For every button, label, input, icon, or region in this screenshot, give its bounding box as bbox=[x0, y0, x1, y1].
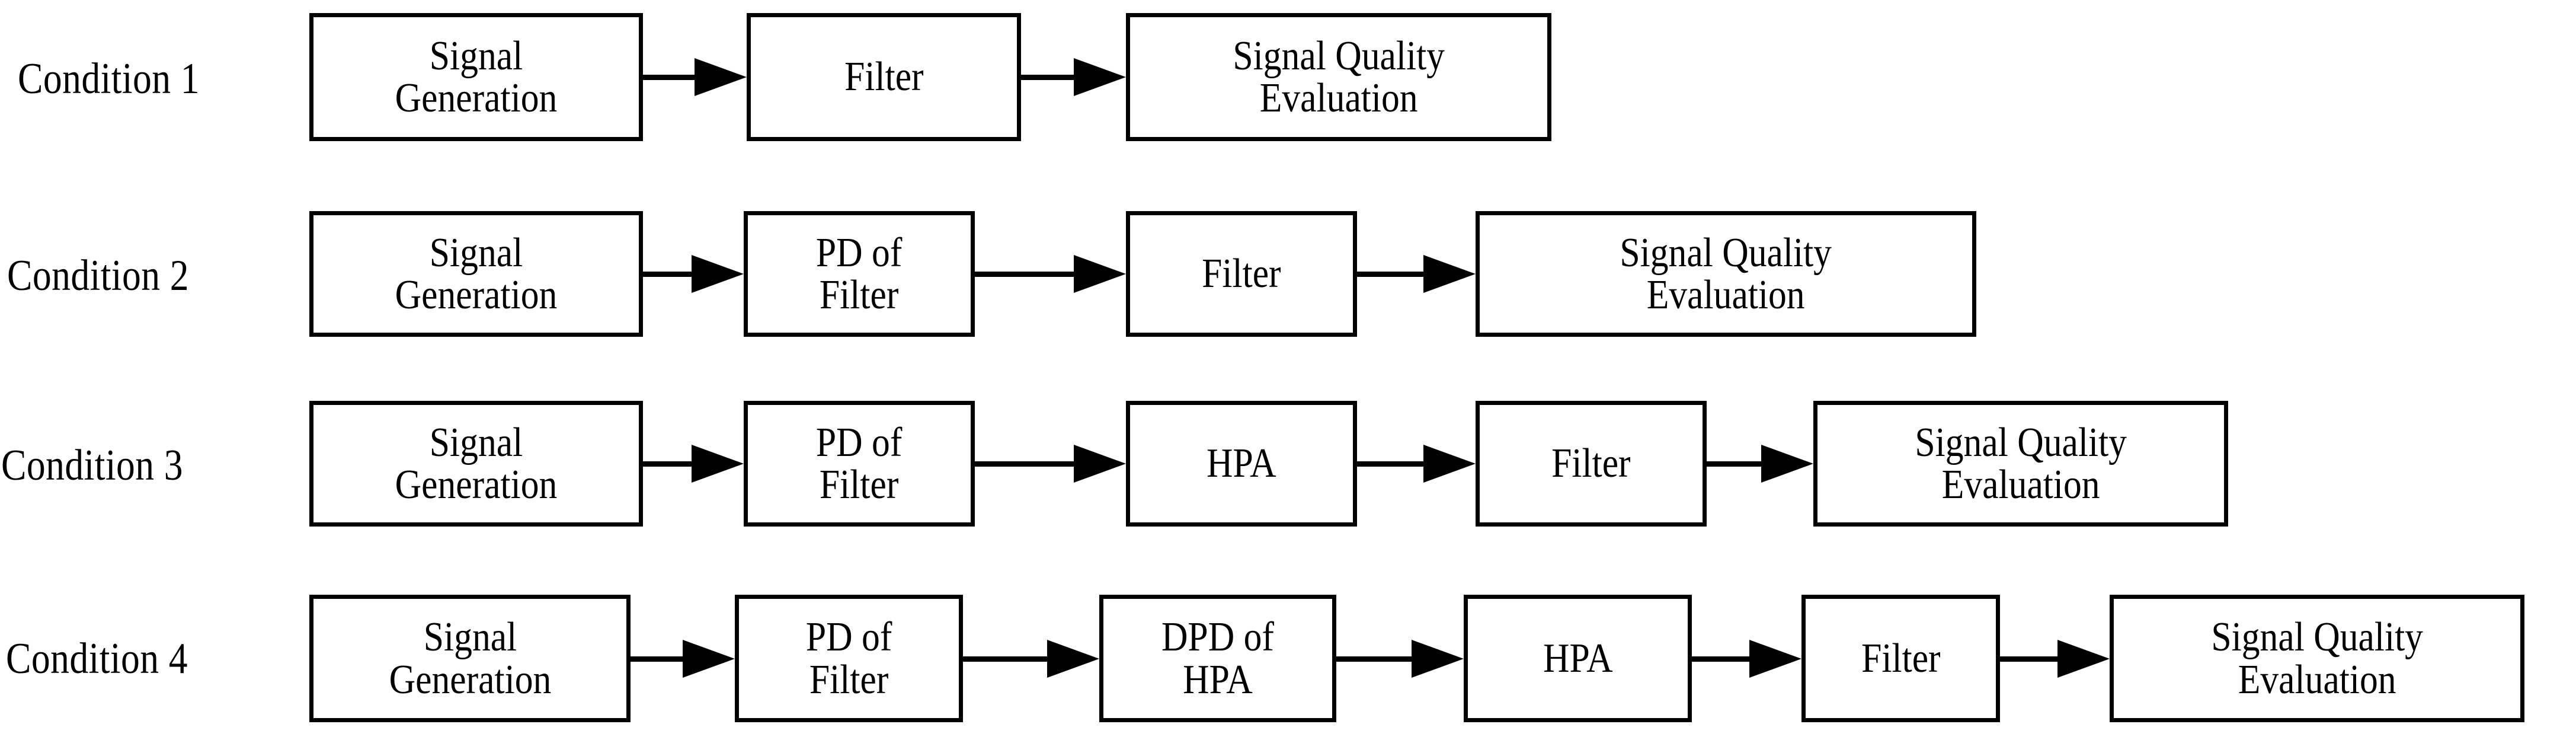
block-label: HPA bbox=[1543, 635, 1613, 681]
arrow-head-icon bbox=[1423, 255, 1476, 293]
flow-arrow-icon bbox=[1021, 58, 1126, 96]
arrow-shaft bbox=[1336, 656, 1412, 662]
flow-arrow-icon bbox=[631, 639, 735, 678]
flow-arrow-icon bbox=[1357, 445, 1476, 483]
block-signal-quality-evaluation[interactable]: Signal Quality Evaluation bbox=[2110, 595, 2524, 722]
condition-label-1: Condition 1 bbox=[18, 55, 200, 103]
block-signal-quality-evaluation[interactable]: Signal Quality Evaluation bbox=[1126, 13, 1551, 141]
arrow-head-icon bbox=[1074, 58, 1126, 96]
flow-arrow-icon bbox=[963, 639, 1099, 678]
block-dpd-of-hpa[interactable]: DPD of HPA bbox=[1099, 595, 1336, 722]
block-label: DPD of HPA bbox=[1161, 614, 1274, 703]
block-signal-generation[interactable]: Signal Generation bbox=[309, 401, 643, 527]
block-label: Signal Generation bbox=[395, 229, 558, 318]
arrow-head-icon bbox=[1749, 639, 1801, 678]
arrow-shaft bbox=[1692, 656, 1749, 662]
block-label: PD of Filter bbox=[816, 229, 903, 318]
flow-arrow-icon bbox=[2000, 639, 2110, 678]
block-label: Signal Quality Evaluation bbox=[1915, 419, 2127, 508]
condition-label-3: Condition 3 bbox=[1, 441, 184, 490]
arrow-head-icon bbox=[1074, 255, 1126, 293]
flow-arrow-icon bbox=[1692, 639, 1801, 678]
block-label: Filter bbox=[1551, 441, 1631, 487]
block-signal-quality-evaluation[interactable]: Signal Quality Evaluation bbox=[1476, 211, 1976, 337]
arrow-shaft bbox=[631, 656, 683, 662]
block-signal-generation[interactable]: Signal Generation bbox=[309, 595, 631, 722]
block-label: Signal Quality Evaluation bbox=[1620, 229, 1832, 318]
block-label: Signal Generation bbox=[395, 33, 558, 121]
block-filter[interactable]: Filter bbox=[1476, 401, 1707, 527]
arrow-head-icon bbox=[2057, 639, 2110, 678]
arrow-shaft bbox=[975, 272, 1074, 277]
arrow-shaft bbox=[643, 272, 692, 277]
condition-label-4: Condition 4 bbox=[6, 634, 188, 683]
block-signal-quality-evaluation[interactable]: Signal Quality Evaluation bbox=[1813, 401, 2228, 527]
block-filter[interactable]: Filter bbox=[747, 13, 1021, 141]
arrow-shaft bbox=[1707, 461, 1761, 467]
flow-arrow-icon bbox=[643, 58, 747, 96]
arrow-shaft bbox=[643, 75, 695, 80]
block-label: Filter bbox=[844, 54, 924, 100]
block-signal-generation[interactable]: Signal Generation bbox=[309, 211, 643, 337]
block-label: HPA bbox=[1207, 441, 1276, 487]
block-hpa[interactable]: HPA bbox=[1126, 401, 1357, 527]
block-label: Signal Generation bbox=[389, 614, 551, 703]
arrow-head-icon bbox=[1074, 445, 1126, 483]
block-label: PD of Filter bbox=[816, 419, 903, 508]
arrow-head-icon bbox=[695, 58, 747, 96]
arrow-head-icon bbox=[1761, 445, 1813, 483]
arrow-shaft bbox=[963, 656, 1047, 662]
arrow-shaft bbox=[1357, 272, 1423, 277]
arrow-head-icon bbox=[692, 445, 744, 483]
arrow-head-icon bbox=[692, 255, 744, 293]
arrow-shaft bbox=[975, 461, 1074, 467]
block-filter[interactable]: Filter bbox=[1801, 595, 2000, 722]
block-label: Signal Generation bbox=[395, 419, 558, 508]
condition-label-2: Condition 2 bbox=[7, 251, 190, 300]
arrow-head-icon bbox=[1412, 639, 1464, 678]
arrow-head-icon bbox=[1423, 445, 1476, 483]
block-label: Filter bbox=[1861, 635, 1941, 681]
block-label: Signal Quality Evaluation bbox=[2211, 614, 2423, 703]
flow-arrow-icon bbox=[643, 445, 744, 483]
arrow-shaft bbox=[1357, 461, 1423, 467]
arrow-shaft bbox=[2000, 656, 2057, 662]
block-label: Signal Quality Evaluation bbox=[1233, 33, 1445, 121]
block-pd-of-filter[interactable]: PD of Filter bbox=[744, 211, 975, 337]
block-label: Filter bbox=[1202, 251, 1281, 297]
flow-arrow-icon bbox=[643, 255, 744, 293]
flow-arrow-icon bbox=[975, 445, 1126, 483]
arrow-head-icon bbox=[1047, 639, 1099, 678]
block-signal-generation[interactable]: Signal Generation bbox=[309, 13, 643, 141]
arrow-shaft bbox=[643, 461, 692, 467]
block-pd-of-filter[interactable]: PD of Filter bbox=[735, 595, 963, 722]
block-hpa[interactable]: HPA bbox=[1464, 595, 1692, 722]
arrow-head-icon bbox=[683, 639, 735, 678]
flow-arrow-icon bbox=[1336, 639, 1464, 678]
block-pd-of-filter[interactable]: PD of Filter bbox=[744, 401, 975, 527]
flow-arrow-icon bbox=[975, 255, 1126, 293]
block-label: PD of Filter bbox=[805, 614, 892, 703]
flow-arrow-icon bbox=[1707, 445, 1813, 483]
block-filter[interactable]: Filter bbox=[1126, 211, 1357, 337]
arrow-shaft bbox=[1021, 75, 1074, 80]
flow-arrow-icon bbox=[1357, 255, 1476, 293]
